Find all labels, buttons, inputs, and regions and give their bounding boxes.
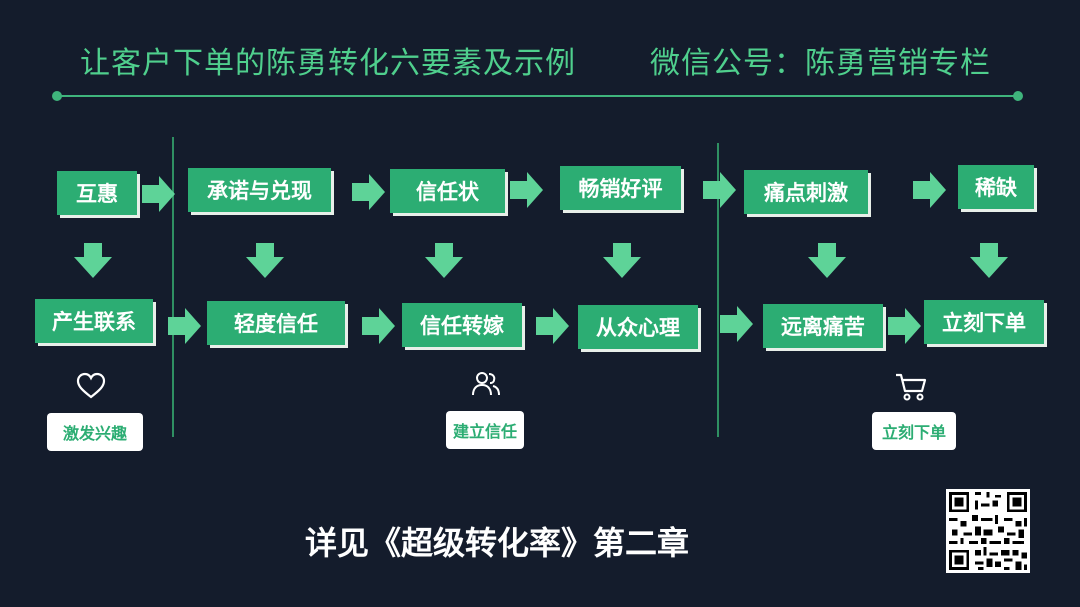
section-divider-2 bbox=[717, 143, 719, 437]
flow-box-light-trust: 轻度信任 bbox=[207, 301, 345, 345]
flow-box-trust-transfer: 信任转嫁 bbox=[402, 303, 522, 347]
arrow-down-icon bbox=[603, 243, 641, 278]
footer-reference: 详见《超级转化率》第二章 bbox=[305, 524, 690, 562]
divider-dot-left bbox=[52, 91, 62, 101]
arrow-down-icon bbox=[808, 243, 846, 278]
cart-icon bbox=[896, 373, 927, 401]
people-icon bbox=[472, 372, 500, 396]
arrow-right-icon bbox=[362, 308, 395, 344]
qr-code-icon bbox=[946, 489, 1030, 573]
flow-box-connection: 产生联系 bbox=[35, 299, 153, 343]
flow-box-scarcity: 稀缺 bbox=[958, 165, 1034, 209]
arrow-right-icon bbox=[352, 174, 385, 210]
header-divider bbox=[57, 95, 1019, 97]
flow-box-credential: 信任状 bbox=[390, 169, 505, 213]
wechat-account: 微信公号：陈勇营销专栏 bbox=[650, 46, 991, 81]
arrow-right-icon bbox=[720, 306, 753, 342]
arrow-right-icon bbox=[888, 308, 921, 344]
arrow-down-icon bbox=[74, 243, 112, 278]
page-title: 让客户下单的陈勇转化六要素及示例 bbox=[80, 46, 576, 81]
heart-icon bbox=[76, 372, 106, 399]
flow-box-reciprocity: 互惠 bbox=[57, 171, 137, 215]
arrow-right-icon bbox=[510, 172, 543, 208]
arrow-right-icon bbox=[536, 308, 569, 344]
stage-label-order: 立刻下单 bbox=[872, 412, 956, 450]
divider-dot-right bbox=[1013, 91, 1023, 101]
arrow-down-icon bbox=[970, 243, 1008, 278]
arrow-right-icon bbox=[142, 176, 175, 212]
flow-box-avoid-pain: 远离痛苦 bbox=[763, 304, 883, 348]
flow-box-commitment: 承诺与兑现 bbox=[188, 168, 331, 212]
flow-box-order-now: 立刻下单 bbox=[924, 300, 1044, 344]
stage-label-trust: 建立信任 bbox=[446, 411, 524, 449]
arrow-right-icon bbox=[913, 172, 946, 208]
stage-label-interest: 激发兴趣 bbox=[47, 413, 143, 451]
arrow-right-icon bbox=[703, 172, 736, 208]
arrow-down-icon bbox=[246, 243, 284, 278]
flow-box-bestseller: 畅销好评 bbox=[560, 166, 681, 210]
section-divider-1 bbox=[172, 137, 174, 437]
arrow-right-icon bbox=[168, 308, 201, 344]
flow-box-herd-mentality: 从众心理 bbox=[578, 305, 698, 349]
arrow-down-icon bbox=[425, 243, 463, 278]
flow-box-pain-point: 痛点刺激 bbox=[744, 170, 868, 214]
